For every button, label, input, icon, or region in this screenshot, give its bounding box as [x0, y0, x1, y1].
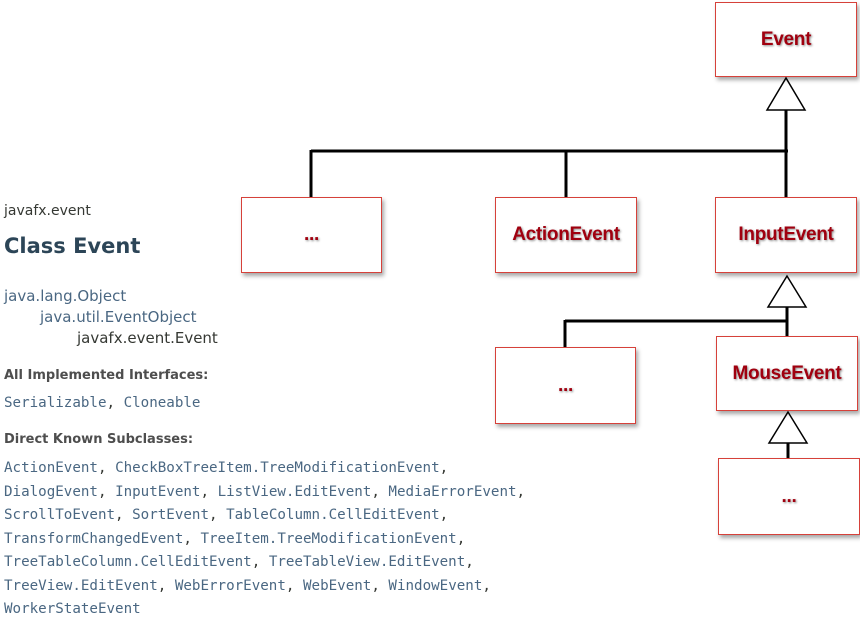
- inheritance-object[interactable]: java.lang.Object: [4, 287, 127, 305]
- node-other-bottom: ...: [718, 458, 860, 535]
- node-label: Event: [760, 28, 812, 50]
- subclass-link[interactable]: TreeItem.TreeModificationEvent: [200, 530, 457, 547]
- inheritance-eventobject[interactable]: java.util.EventObject: [40, 308, 197, 326]
- implemented-list: Serializable, Cloneable: [4, 395, 201, 411]
- inheritance-arrow-mouseevent: [767, 410, 809, 444]
- subclass-link[interactable]: WorkerStateEvent: [4, 601, 141, 617]
- subclass-link[interactable]: TreeTableView.EditEvent: [268, 554, 466, 570]
- class-title: Class Event: [4, 234, 141, 258]
- subclass-link[interactable]: SortEvent: [132, 507, 210, 523]
- subclass-link[interactable]: TransformChangedEvent: [4, 530, 184, 547]
- subclass-link[interactable]: ScrollToEvent: [4, 507, 116, 523]
- node-label: ActionEvent: [512, 224, 620, 245]
- subclass-line: ScrollToEvent, SortEvent, TableColumn.Ce…: [4, 507, 449, 523]
- subclass-link[interactable]: TreeView.EditEvent: [4, 577, 158, 594]
- implemented-heading: All Implemented Interfaces:: [4, 368, 209, 383]
- node-label: MouseEvent: [732, 362, 842, 384]
- node-label: ...: [304, 224, 319, 245]
- node-actionevent: ActionEvent: [495, 197, 637, 273]
- node-mouseevent: MouseEvent: [716, 336, 858, 411]
- subclass-link[interactable]: WebEvent: [302, 577, 372, 594]
- node-label: ...: [558, 374, 573, 396]
- interface-link[interactable]: Cloneable: [123, 395, 201, 411]
- subclass-line: TreeView.EditEvent, WebErrorEvent, WebEv…: [4, 577, 491, 594]
- subclass-link[interactable]: DialogEvent: [4, 483, 98, 500]
- node-other-top: ...: [241, 197, 382, 273]
- subclass-link[interactable]: TableColumn.CellEditEvent: [226, 507, 440, 523]
- node-event: Event: [715, 2, 857, 77]
- subclasses-list: ActionEvent, CheckBoxTreeItem.TreeModifi…: [4, 457, 525, 622]
- inheritance-arrow-inputevent: [766, 274, 808, 308]
- subclass-link[interactable]: WebErrorEvent: [174, 577, 286, 594]
- subclasses-heading: Direct Known Subclasses:: [4, 432, 194, 447]
- node-other-mid: ...: [495, 347, 636, 424]
- subclass-link[interactable]: MediaErrorEvent: [388, 483, 517, 500]
- subclass-line: TreeTableColumn.CellEditEvent, TreeTable…: [4, 554, 474, 570]
- subclass-link[interactable]: InputEvent: [115, 483, 201, 500]
- subclass-link[interactable]: ActionEvent: [4, 460, 98, 476]
- subclass-link[interactable]: CheckBoxTreeItem.TreeModificationEvent: [115, 460, 440, 476]
- subclass-link[interactable]: TreeTableColumn.CellEditEvent: [4, 554, 252, 570]
- node-label: ...: [781, 485, 797, 507]
- node-label: InputEvent: [738, 224, 834, 245]
- subclass-line: DialogEvent, InputEvent, ListView.EditEv…: [4, 483, 526, 500]
- subclass-line: WorkerStateEvent: [4, 598, 525, 622]
- subclass-link[interactable]: WindowEvent: [388, 577, 483, 594]
- inheritance-current: javafx.event.Event: [77, 329, 218, 347]
- node-inputevent: InputEvent: [715, 197, 857, 273]
- subclass-link[interactable]: ListView.EditEvent: [217, 483, 372, 500]
- subclass-line: ActionEvent, CheckBoxTreeItem.TreeModifi…: [4, 460, 449, 476]
- package-name: javafx.event: [4, 203, 91, 219]
- subclass-line: TransformChangedEvent, TreeItem.TreeModi…: [4, 530, 466, 547]
- inheritance-arrow-event: [765, 76, 807, 111]
- interface-link[interactable]: Serializable: [4, 395, 107, 411]
